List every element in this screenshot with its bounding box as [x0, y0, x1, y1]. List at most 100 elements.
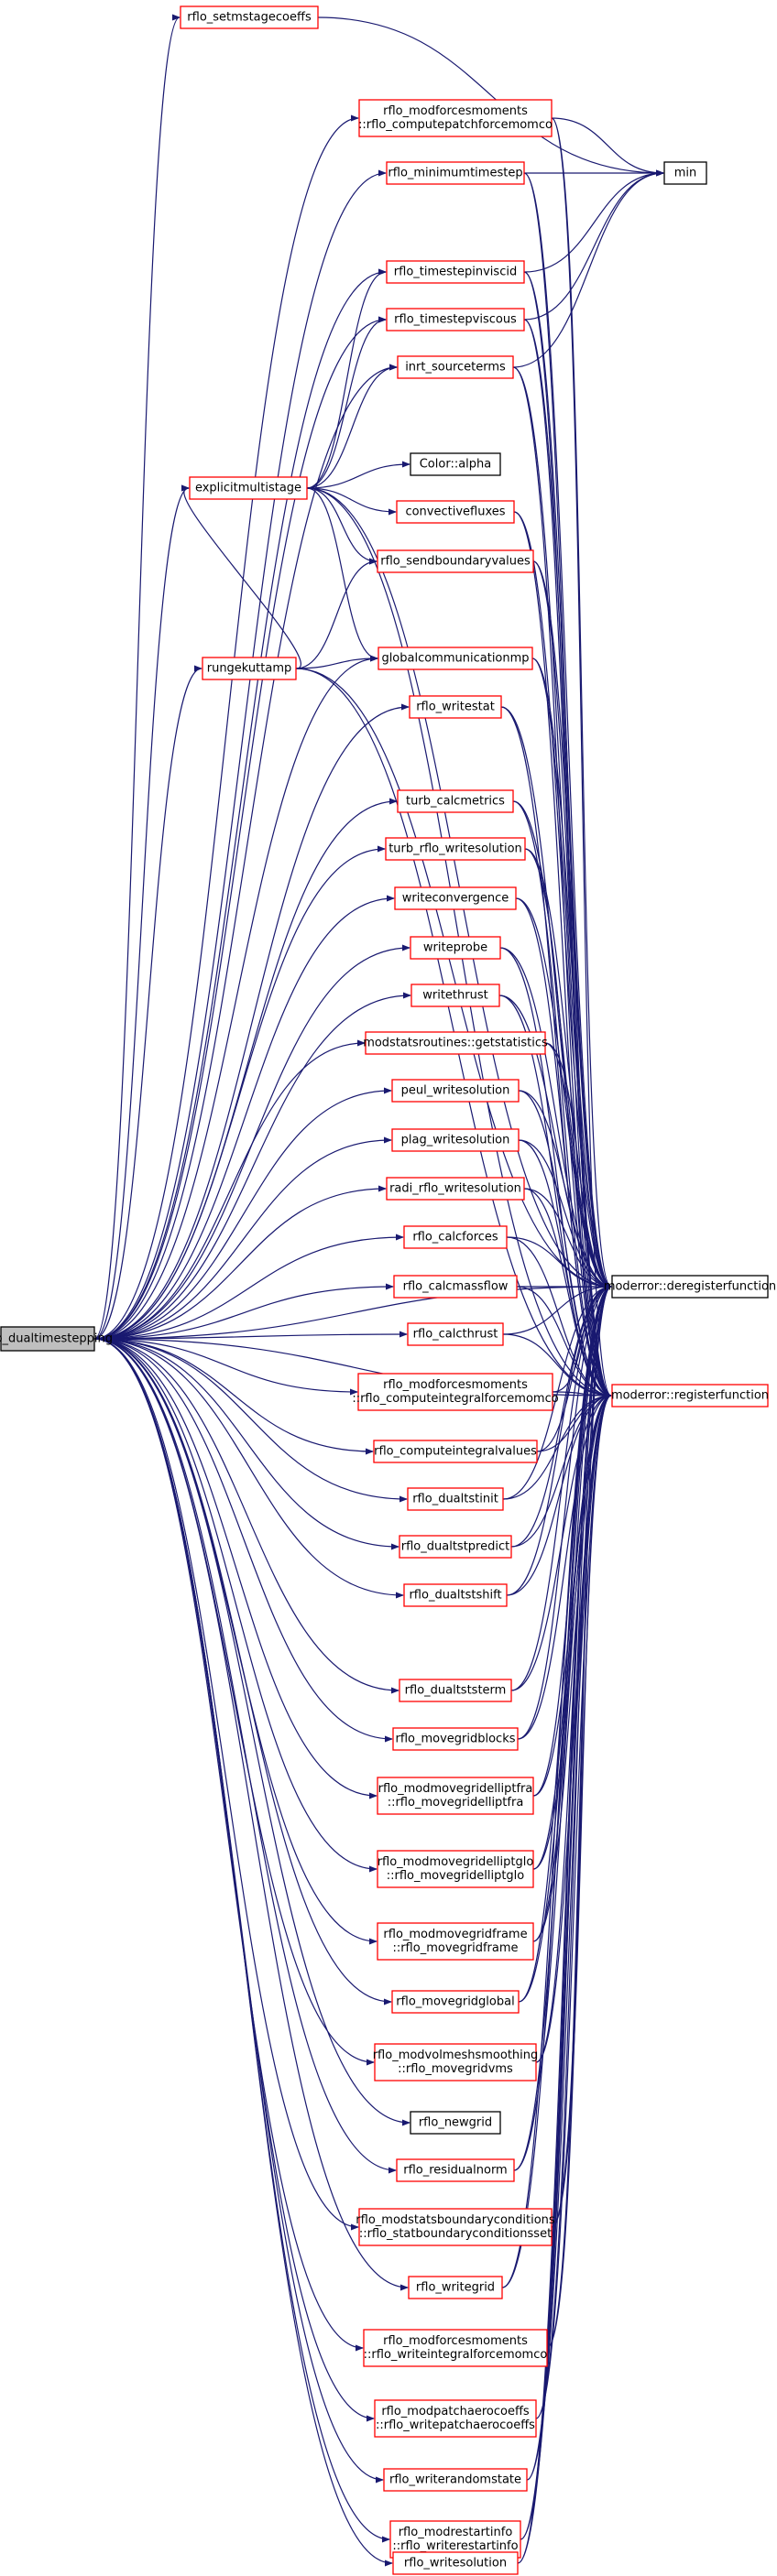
- node-root[interactable]: rflo_dualtimestepping: [0, 1326, 113, 1352]
- node-box: [373, 1440, 538, 1463]
- node-volmesh_smoothing[interactable]: rflo_modvolmeshsmoothing::rflo_movegridv…: [373, 2043, 539, 2081]
- edge-timestepinviscid-to-min: [523, 169, 664, 273]
- node-calcthrust[interactable]: rflo_calcthrust: [407, 1322, 504, 1346]
- node-writerandomstate[interactable]: rflo_writerandomstate: [383, 2468, 528, 2492]
- edge-explicitmultistage-to-inrt_sourceterms: [306, 364, 398, 489]
- node-label: rflo_calcthrust: [413, 1328, 498, 1342]
- node-mfm_computeintegral[interactable]: rflo_modforcesmoments::rflo_computeinteg…: [352, 1373, 559, 1411]
- edge-root-to-writegrid: [93, 1338, 409, 2291]
- edge-mfm_computepatch-to-min: [551, 117, 664, 177]
- node-timestepviscous[interactable]: rflo_timestepviscous: [386, 308, 525, 332]
- node-movegridglobal[interactable]: rflo_movegridglobal: [391, 1990, 520, 2014]
- edge-root-to-minimumtimestep: [93, 169, 387, 1340]
- edge-writeconvergence-to-deregister: [515, 897, 612, 1290]
- node-box: [189, 476, 308, 500]
- node-box: [396, 2158, 515, 2182]
- node-dualtststerm[interactable]: rflo_dualtststerm: [399, 1679, 512, 1702]
- node-dualtstinit[interactable]: rflo_dualtstinit: [407, 1487, 504, 1511]
- node-box: [377, 549, 534, 573]
- edge-explicitmultistage-to-coloralpha: [306, 461, 410, 489]
- edge-calcforces-to-deregister: [506, 1236, 612, 1290]
- node-box: [391, 1990, 520, 2014]
- node-mfm_writeintegral[interactable]: rflo_modforcesmoments::rflo_writeintegra…: [363, 2329, 548, 2367]
- node-mmg_elliptglo[interactable]: rflo_modmovegridelliptglo::rflo_movegrid…: [377, 1850, 534, 1888]
- node-label: ::rflo_computepatchforcemomco: [358, 118, 553, 132]
- node-minimumtimestep[interactable]: rflo_minimumtimestep: [386, 161, 525, 185]
- node-label: ::rflo_movegridelliptglo: [387, 1869, 525, 1883]
- node-box: [403, 1583, 508, 1607]
- node-writesolution[interactable]: rflo_writesolution: [392, 2551, 519, 2575]
- edge-root-to-globalcommunicationmp: [93, 655, 378, 1340]
- node-label: rflo_sendboundaryvalues: [380, 555, 531, 569]
- node-explicitmultistage[interactable]: explicitmultistage: [189, 476, 308, 500]
- node-deregister[interactable]: moderror::deregisterfunction: [604, 1275, 776, 1299]
- node-mmg_frame[interactable]: rflo_modmovegridframe::rflo_movegridfram…: [377, 1922, 534, 1961]
- node-globalcommunicationmp[interactable]: globalcommunicationmp: [378, 647, 533, 670]
- node-label: writeprobe: [423, 941, 487, 955]
- edge-root-to-timestepviscous: [93, 316, 387, 1340]
- node-writegrid[interactable]: rflo_writegrid: [408, 2276, 503, 2299]
- node-writestat[interactable]: rflo_writestat: [409, 695, 502, 719]
- edge-volmesh_smoothing-to-register: [535, 1392, 612, 2063]
- node-box: [392, 1727, 519, 1751]
- node-statboundary[interactable]: rflo_modstatsboundaryconditions::rflo_st…: [356, 2208, 555, 2246]
- node-inrt_sourceterms[interactable]: inrt_sourceterms: [397, 355, 514, 379]
- edge-dualtstshift-to-deregister: [506, 1283, 612, 1596]
- node-label: rflo_residualnorm: [403, 2164, 507, 2178]
- node-radi_rflo_writesolution[interactable]: radi_rflo_writesolution: [386, 1177, 525, 1201]
- node-label: rflo_writestat: [416, 701, 495, 714]
- edge-root-to-mfm_computeintegral: [93, 1338, 358, 1396]
- node-turb_rflo_writesolution[interactable]: turb_rflo_writesolution: [385, 837, 526, 861]
- node-calcmassflow[interactable]: rflo_calcmassflow: [393, 1275, 518, 1299]
- node-setmstage[interactable]: rflo_setmstagecoeffs: [180, 5, 319, 29]
- node-newgrid[interactable]: rflo_newgrid: [410, 2111, 501, 2135]
- edge-peul_writesolution-to-deregister: [518, 1090, 612, 1290]
- node-residualnorm[interactable]: rflo_residualnorm: [396, 2158, 515, 2182]
- node-writeprobe[interactable]: writeprobe: [410, 936, 501, 960]
- node-register[interactable]: moderror::registerfunction: [611, 1384, 769, 1408]
- node-dualtstpredict[interactable]: rflo_dualtstpredict: [399, 1535, 512, 1559]
- edge-getstatistics-to-register: [544, 1042, 612, 1399]
- node-getstatistics[interactable]: modstatsroutines::getstatistics: [363, 1031, 548, 1055]
- edge-timestepviscous-to-deregister: [523, 319, 612, 1290]
- node-label: rflo_computeintegralvalues: [374, 1445, 537, 1459]
- node-min[interactable]: min: [663, 161, 707, 185]
- node-coloralpha[interactable]: Color::alpha: [410, 452, 501, 476]
- node-turb_calcmetrics[interactable]: turb_calcmetrics: [397, 789, 514, 813]
- node-writethrust[interactable]: writethrust: [410, 984, 500, 1007]
- node-mfm_computepatch[interactable]: rflo_modforcesmoments::rflo_computepatch…: [358, 99, 553, 137]
- node-label: peul_writesolution: [401, 1084, 510, 1098]
- node-mmg_elliptfra[interactable]: rflo_modmovegridelliptfra::rflo_movegrid…: [377, 1777, 534, 1815]
- edge-writestat-to-deregister: [500, 706, 612, 1290]
- node-box: [386, 260, 525, 284]
- node-box: [374, 2399, 537, 2438]
- node-label: rflo_modstatsboundaryconditions: [356, 2213, 555, 2227]
- edge-inrt_sourceterms-to-min: [512, 169, 664, 368]
- node-sendboundaryvalues[interactable]: rflo_sendboundaryvalues: [377, 549, 534, 573]
- node-computeintegralvalues[interactable]: rflo_computeintegralvalues: [373, 1440, 538, 1463]
- node-patchaero[interactable]: rflo_modpatchaerocoeffs::rflo_writepatch…: [374, 2399, 537, 2438]
- node-calcforces[interactable]: rflo_calcforces: [403, 1225, 508, 1249]
- node-label: rflo_calcforces: [412, 1231, 498, 1245]
- node-box: [410, 452, 501, 476]
- node-box: [391, 1128, 520, 1152]
- edge-getstatistics-to-deregister: [544, 1042, 612, 1290]
- node-timestepinviscid[interactable]: rflo_timestepinviscid: [386, 260, 525, 284]
- node-writeconvergence[interactable]: writeconvergence: [394, 886, 517, 910]
- node-movegridblocks[interactable]: rflo_movegridblocks: [392, 1727, 519, 1751]
- edge-timestepviscous-to-register: [523, 319, 612, 1399]
- edge-root-to-getstatistics: [93, 1039, 366, 1340]
- node-label: rflo_setmstagecoeffs: [187, 11, 312, 25]
- node-box: [363, 2329, 548, 2367]
- node-plag_writesolution[interactable]: plag_writesolution: [391, 1128, 520, 1152]
- edge-root-to-dualtstpredict: [93, 1338, 399, 1550]
- edge-movegridblocks-to-register: [517, 1392, 612, 1740]
- node-convectivefluxes[interactable]: convectivefluxes: [396, 500, 515, 524]
- edge-rungekuttamp-to-deregister: [295, 668, 612, 1290]
- edge-minimumtimestep-to-deregister: [523, 172, 612, 1290]
- edge-root-to-dualtstinit: [93, 1338, 408, 1503]
- node-peul_writesolution[interactable]: peul_writesolution: [391, 1079, 520, 1103]
- node-restartinfo[interactable]: rflo_modrestartinfo::rflo_writerestartin…: [389, 2520, 521, 2559]
- node-rungekuttamp[interactable]: rungekuttamp: [202, 657, 297, 680]
- node-dualtstshift[interactable]: rflo_dualtstshift: [403, 1583, 508, 1607]
